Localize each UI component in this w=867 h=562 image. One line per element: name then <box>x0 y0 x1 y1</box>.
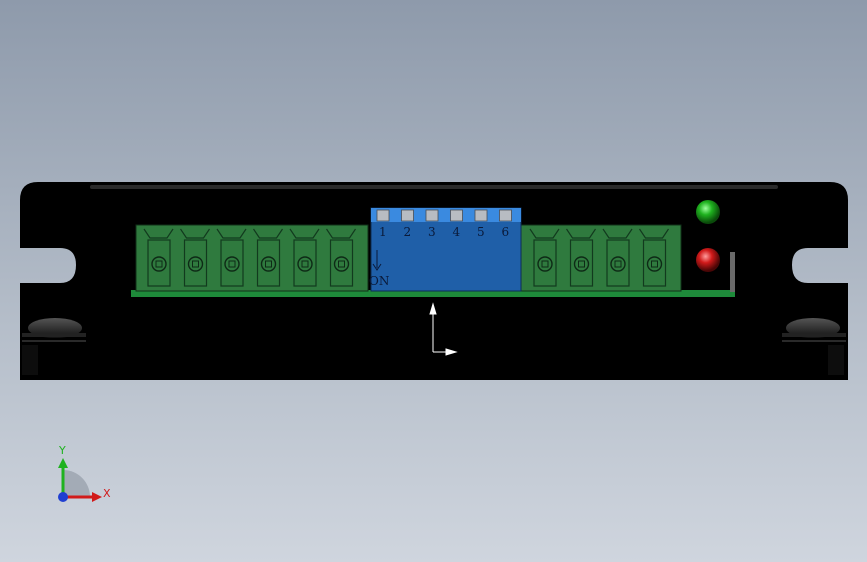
alarm-led <box>696 248 720 272</box>
dip-label-5: 5 <box>477 225 485 239</box>
pcb-edge-post <box>730 252 735 292</box>
dip-toggle-1[interactable]: 1 <box>376 209 390 239</box>
dip-on-label: ON <box>369 274 389 288</box>
dip-label-4: 4 <box>453 225 461 239</box>
origin-marker <box>429 302 458 356</box>
left-terminal-2 <box>180 228 210 287</box>
right-terminal-4 <box>639 228 669 287</box>
dip-toggle-2[interactable]: 2 <box>401 209 414 239</box>
status-leds <box>696 200 720 272</box>
y-axis-label: Y <box>58 444 66 457</box>
right-terminal-1 <box>529 228 560 287</box>
dip-switch-top <box>371 208 521 222</box>
triad-plane <box>63 470 90 497</box>
pcb-strip <box>131 290 735 297</box>
x-axis-arrowhead <box>92 492 102 502</box>
left-terminal-4 <box>253 228 283 287</box>
dip-label-2: 2 <box>404 225 412 239</box>
z-axis-dot <box>58 492 68 502</box>
right-terminal-3 <box>602 228 633 287</box>
dip-toggle-3[interactable]: 3 <box>425 209 439 239</box>
dip-toggle-5[interactable]: 5 <box>474 209 488 239</box>
left-terminal-1 <box>143 228 174 287</box>
power-led <box>696 200 720 224</box>
dip-switch: 1 2 3 4 5 6 ON <box>369 207 522 292</box>
y-axis-arrowhead <box>58 458 68 468</box>
housing-top-edge <box>90 185 778 189</box>
x-axis-label: X <box>103 487 111 500</box>
coordinate-triad: Y X <box>58 444 111 502</box>
mounting-foot-right <box>782 318 846 375</box>
dip-on-indicator: ON <box>369 250 389 288</box>
dip-toggle-4[interactable]: 4 <box>450 209 463 239</box>
right-terminal-2 <box>566 228 596 287</box>
terminal-block-left <box>135 224 369 292</box>
left-terminal-6 <box>326 228 356 287</box>
left-terminal-5 <box>289 228 320 287</box>
dip-label-1: 1 <box>379 225 387 239</box>
dip-toggle-6[interactable]: 6 <box>499 209 512 239</box>
left-terminal-3 <box>216 228 247 287</box>
mounting-foot-left <box>22 318 86 375</box>
dip-label-6: 6 <box>502 225 510 239</box>
dip-label-3: 3 <box>428 225 436 239</box>
